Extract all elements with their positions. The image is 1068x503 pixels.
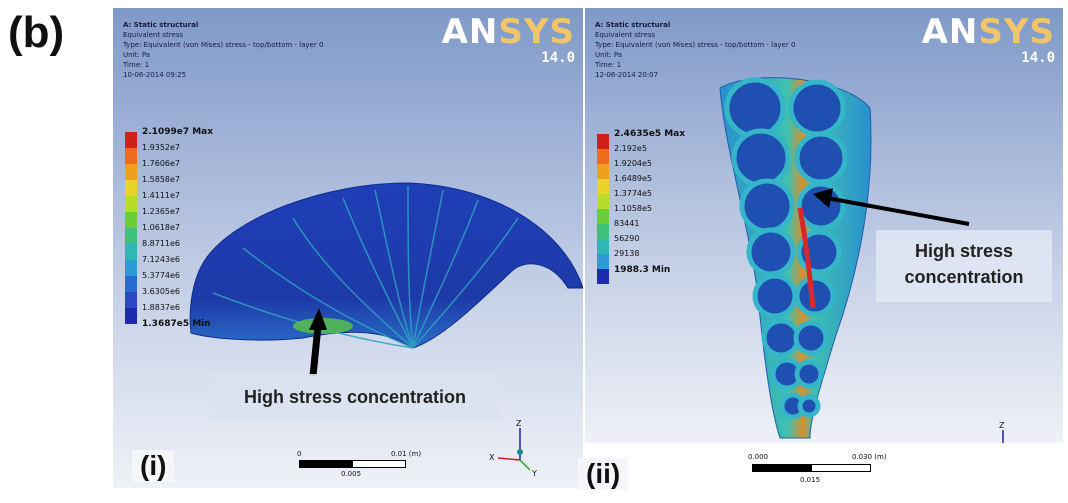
- legend-value: 5.3774e6: [142, 271, 181, 280]
- stress-callout-ii: High stress concentration: [876, 230, 1052, 302]
- legend-value: 1.2365e7: [142, 207, 181, 216]
- result-header: A: Static structural Equivalent stress T…: [595, 20, 795, 80]
- legend-max: 2.4635e5 Max: [614, 129, 686, 139]
- ansys-version: 14.0: [541, 50, 575, 66]
- result-date: 12-06-2014 20:07: [595, 71, 659, 79]
- scale-mid: 0.015: [800, 476, 821, 484]
- result-type: Type: Equivalent (von Mises) stress - to…: [123, 41, 324, 49]
- legend-value: 1.9352e7: [142, 143, 181, 152]
- legend-value: 1.7606e7: [142, 159, 181, 168]
- legend-value: 83441: [614, 219, 640, 228]
- legend-value: 1.8837e6: [142, 303, 181, 312]
- legend-value: 29138: [614, 249, 640, 258]
- result-unit: Unit: Pa: [595, 51, 623, 59]
- legend-value: 1.0618e7: [142, 223, 181, 232]
- svg-text:X: X: [489, 453, 495, 462]
- ansys-version: 14.0: [1021, 50, 1055, 66]
- result-unit: Unit: Pa: [123, 51, 151, 59]
- result-type: Type: Equivalent (von Mises) stress - to…: [595, 41, 796, 49]
- result-time: Time: 1: [123, 61, 150, 69]
- legend-value: 8.8711e6: [142, 239, 181, 248]
- result-date: 10-06-2014 09:25: [123, 71, 187, 79]
- legend-value: 1.3774e5: [614, 189, 653, 198]
- analysis-title: A: Static structural: [123, 21, 199, 29]
- stress-callout-i: High stress concentration: [210, 374, 500, 420]
- svg-text:Y: Y: [531, 469, 537, 478]
- simulation-panel-ii: A: Static structural Equivalent stress T…: [585, 8, 1063, 443]
- figure-label: (b): [8, 8, 65, 57]
- svg-text:Z: Z: [516, 419, 522, 428]
- panel-label-i: (i): [132, 450, 175, 482]
- legend-max: 2.1099e7 Max: [142, 127, 214, 137]
- stress-streaks: [212, 185, 519, 349]
- legend-value: 1.1058e5: [614, 204, 653, 213]
- scale-start: 0: [297, 450, 302, 458]
- shell-geometry: Z X Y: [189, 182, 583, 478]
- tube-ring-openings: [724, 77, 848, 420]
- analysis-title: A: Static structural: [595, 21, 671, 29]
- callout-line-2: concentration: [904, 267, 1024, 287]
- scale-end: 0.01 (m): [391, 450, 422, 458]
- legend-value: 56290: [614, 234, 640, 243]
- simulation-panel-i: A: Static structural Equivalent stress T…: [113, 8, 583, 488]
- ansys-logo: ANSYS: [441, 12, 575, 52]
- scale-bar: 0 0.01 (m) 0.005: [297, 450, 421, 484]
- coordinate-triad-icon: Z Y X: [999, 421, 1005, 443]
- panel-label-ii: (ii): [578, 458, 629, 490]
- legend-value: 7.1243e6: [142, 255, 181, 264]
- result-time: Time: 1: [595, 61, 622, 69]
- result-header: A: Static structural Equivalent stress T…: [123, 20, 323, 80]
- legend-value: 2.192e5: [614, 144, 647, 153]
- scale-start: 0.000: [748, 453, 769, 461]
- legend-min: 1988.3 Min: [614, 265, 671, 275]
- legend-value: 3.6305e6: [142, 287, 181, 296]
- ansys-logo: ANSYS: [921, 12, 1055, 52]
- legend-value: 1.6489e5: [614, 174, 653, 183]
- svg-text:Z: Z: [999, 421, 1005, 430]
- legend-value: 1.9204e5: [614, 159, 653, 168]
- tube-geometry: Z Y X: [719, 77, 1005, 443]
- legend-value: 1.5858e7: [142, 175, 181, 184]
- callout-line-1: High stress: [914, 241, 1014, 261]
- legend-min: 1.3687e5 Min: [142, 319, 211, 329]
- scale-mid: 0.005: [341, 470, 362, 478]
- result-name: Equivalent stress: [123, 31, 184, 39]
- legend-value: 1.4111e7: [142, 191, 181, 200]
- result-name: Equivalent stress: [595, 31, 656, 39]
- scale-bar: 0.000 0.030 (m) 0.015: [748, 453, 887, 494]
- coordinate-triad-icon: Z X Y: [489, 419, 537, 478]
- scale-end: 0.030 (m): [852, 453, 887, 461]
